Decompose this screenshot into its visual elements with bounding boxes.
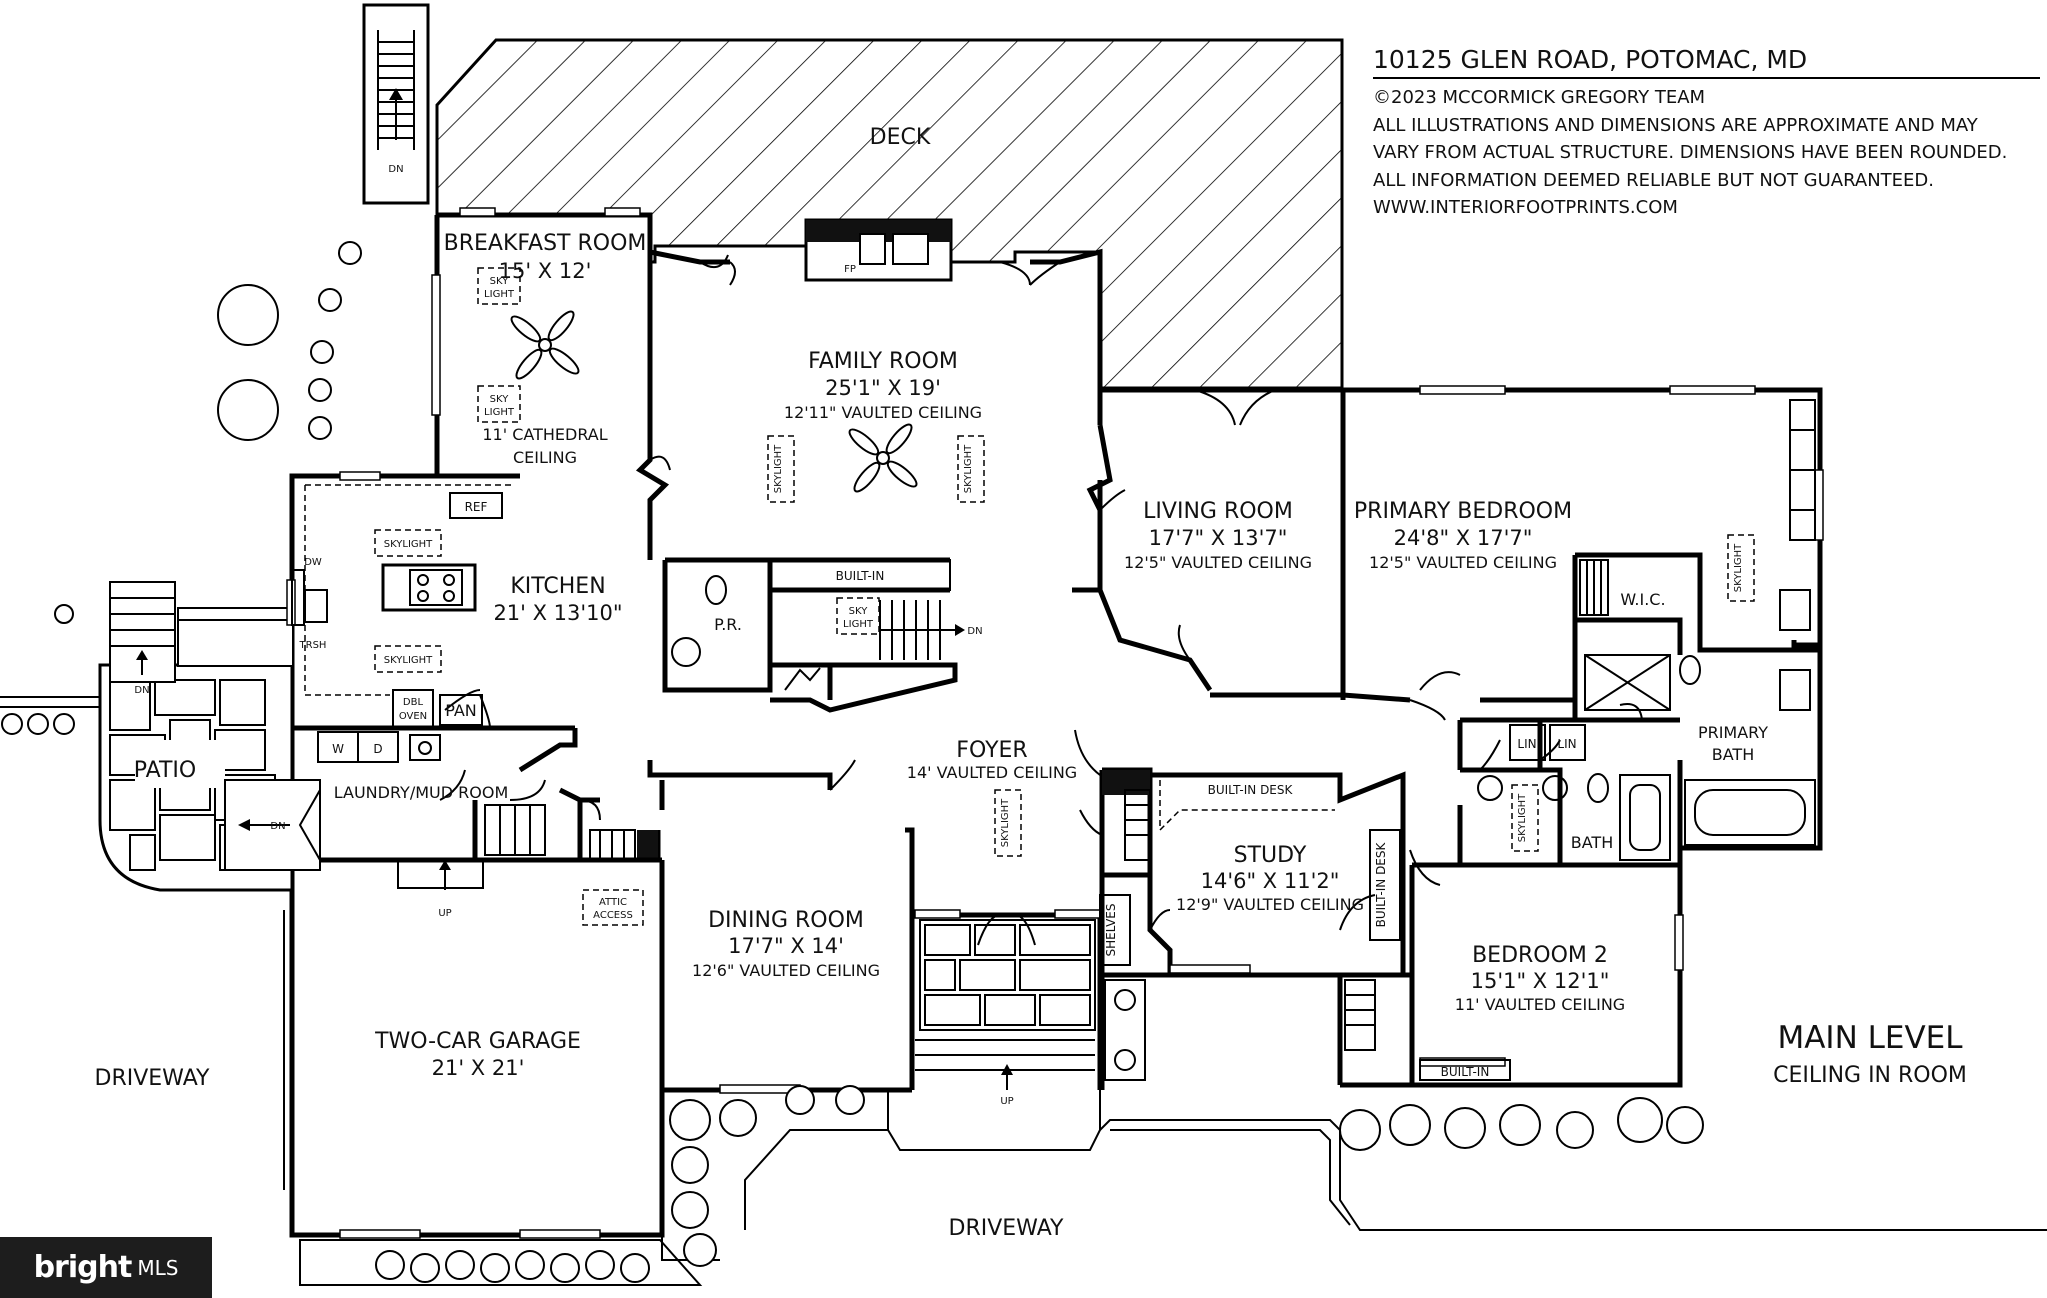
svg-text:SKY: SKY xyxy=(849,606,869,617)
dbl-label: DBL xyxy=(403,697,424,708)
svg-text:SKYLIGHT: SKYLIGHT xyxy=(773,444,784,493)
disclaimer-line-2: VARY FROM ACTUAL STRUCTURE. DIMENSIONS H… xyxy=(1373,142,2007,163)
bath-label: BATH xyxy=(1571,833,1613,852)
kitchen-dim: 21' X 13'10" xyxy=(493,601,622,625)
level-subtitle: CEILING IN ROOM xyxy=(1773,1063,1967,1088)
ref-label: REF xyxy=(465,500,488,514)
oven-label: OVEN xyxy=(399,711,427,722)
garage-up-label: UP xyxy=(438,908,451,919)
living-room-ceiling: 12'5" VAULTED CEILING xyxy=(1124,553,1312,572)
svg-text:SKYLIGHT: SKYLIGHT xyxy=(1000,798,1011,847)
built-in-family-label: BUILT-IN xyxy=(836,569,885,583)
washer-label: W xyxy=(332,742,344,756)
ceiling-fan-breakfast-icon xyxy=(510,310,580,380)
bedroom2-ceiling: 11' VAULTED CEILING xyxy=(1455,995,1625,1014)
website-line: WWW.INTERIORFOOTPRINTS.COM xyxy=(1373,197,1678,218)
pantry-label: PAN xyxy=(445,701,477,720)
patio-label: PATIO xyxy=(134,758,196,783)
attic-label-2: ACCESS xyxy=(593,910,633,921)
garage-dim: 21' X 21' xyxy=(432,1056,525,1080)
primary-bedroom-ceiling: 12'5" VAULTED CEILING xyxy=(1369,553,1557,572)
shelves-label: SHELVES xyxy=(1104,904,1118,957)
level-title: MAIN LEVEL xyxy=(1777,1020,1963,1056)
laundry-name: LAUNDRY/MUD ROOM xyxy=(334,783,509,802)
built-in-bedroom2-label: BUILT-IN xyxy=(1441,1065,1490,1079)
trsh-label: TRSH xyxy=(299,640,327,651)
breakfast-ceiling-2: CEILING xyxy=(513,448,577,467)
svg-text:SKY: SKY xyxy=(490,394,510,405)
study-name: STUDY xyxy=(1234,843,1307,868)
svg-text:LIGHT: LIGHT xyxy=(484,407,515,418)
study-dim: 14'6" X 11'2" xyxy=(1201,869,1340,893)
kitchen-name: KITCHEN xyxy=(510,574,605,599)
primary-bath-label-1: PRIMARY xyxy=(1698,723,1768,742)
family-room-name: FAMILY ROOM xyxy=(808,349,958,374)
study-ceiling: 12'9" VAULTED CEILING xyxy=(1176,895,1364,914)
watermark-suffix: MLS xyxy=(137,1255,179,1280)
wic-label: W.I.C. xyxy=(1620,590,1665,609)
svg-text:SKYLIGHT: SKYLIGHT xyxy=(1733,543,1744,592)
primary-bedroom-name: PRIMARY BEDROOM xyxy=(1354,499,1572,524)
watermark-brand: bright xyxy=(33,1250,133,1285)
svg-text:SKYLIGHT: SKYLIGHT xyxy=(1517,793,1528,842)
living-room-dim: 17'7" X 13'7" xyxy=(1149,526,1288,550)
linen-closet-1-label: LIN xyxy=(1517,737,1536,751)
dw-label: DW xyxy=(304,557,322,568)
patio-stair-dn-label: DN xyxy=(134,685,149,696)
svg-text:LIGHT: LIGHT xyxy=(484,289,515,300)
bedroom2-name: BEDROOM 2 xyxy=(1472,943,1608,968)
foyer-name: FOYER xyxy=(956,738,1027,763)
front-entry-up-label: UP xyxy=(1000,1096,1013,1107)
address-title: 10125 GLEN ROAD, POTOMAC, MD xyxy=(1373,45,1807,74)
attic-label-1: ATTIC xyxy=(599,897,627,908)
deck-label: DECK xyxy=(870,125,931,150)
copyright-line: ©2023 MCCORMICK GREGORY TEAM xyxy=(1373,87,1705,108)
dining-room-name: DINING ROOM xyxy=(708,908,864,933)
driveway-bottom-label: DRIVEWAY xyxy=(949,1216,1065,1241)
landscape-shrubs xyxy=(1,241,1704,1283)
interior-stair-dn-label: DN xyxy=(967,626,982,637)
mudroom-dn-label: DN xyxy=(270,821,285,832)
family-room-dim: 25'1" X 19' xyxy=(825,376,941,400)
living-room-name: LIVING ROOM xyxy=(1143,499,1293,524)
mls-watermark: bright MLS xyxy=(0,1237,212,1298)
dryer-label: D xyxy=(373,742,382,756)
built-in-desk-vertical-label: BUILT-IN DESK xyxy=(1374,841,1388,927)
disclaimer-line-3: ALL INFORMATION DEEMED RELIABLE BUT NOT … xyxy=(1373,170,1934,191)
fireplace-label: FP xyxy=(844,264,856,275)
primary-bedroom-dim: 24'8" X 17'7" xyxy=(1394,526,1533,550)
skylights: SKY LIGHT SKY LIGHT SKYLIGHT SKYLIGHT SK… xyxy=(374,267,1755,857)
svg-text:SKYLIGHT: SKYLIGHT xyxy=(384,655,433,666)
interior-stair xyxy=(784,600,960,691)
foyer-ceiling: 14' VAULTED CEILING xyxy=(907,763,1077,782)
svg-text:LIGHT: LIGHT xyxy=(843,619,874,630)
bedroom2-dim: 15'1" X 12'1" xyxy=(1471,969,1610,993)
svg-text:SKYLIGHT: SKYLIGHT xyxy=(963,444,974,493)
ceiling-fan-family-icon xyxy=(848,423,918,493)
breakfast-room-name: BREAKFAST ROOM xyxy=(444,231,647,256)
breakfast-ceiling-1: 11' CATHEDRAL xyxy=(482,425,607,444)
linen-closet-2-label: LIN xyxy=(1557,737,1576,751)
driveway-left-label: DRIVEWAY xyxy=(95,1066,211,1091)
breakfast-room-dim: 15' X 12' xyxy=(499,259,592,283)
dining-room-dim: 17'7" X 14' xyxy=(728,934,844,958)
deck-stair-dn-label: DN xyxy=(388,164,403,175)
garage-name: TWO-CAR GARAGE xyxy=(374,1029,581,1054)
svg-text:SKY: SKY xyxy=(490,276,510,287)
primary-bath-label-2: BATH xyxy=(1712,745,1754,764)
built-in-desk-label: BUILT-IN DESK xyxy=(1208,783,1294,797)
family-room-ceiling: 12'11" VAULTED CEILING xyxy=(784,403,982,422)
svg-text:SKYLIGHT: SKYLIGHT xyxy=(384,539,433,550)
powder-room-label: P.R. xyxy=(714,615,742,634)
dining-room-ceiling: 12'6" VAULTED CEILING xyxy=(692,961,880,980)
disclaimer-line-1: ALL ILLUSTRATIONS AND DIMENSIONS ARE APP… xyxy=(1373,115,1979,136)
